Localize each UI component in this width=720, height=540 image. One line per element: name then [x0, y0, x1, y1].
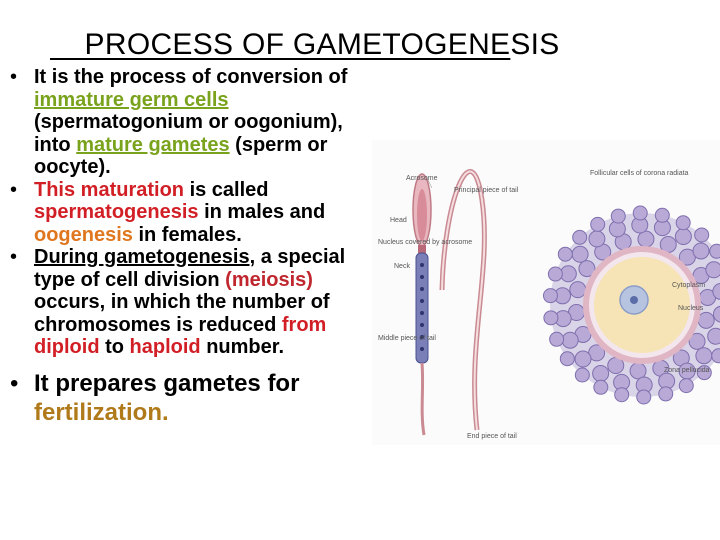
bullet-text: in males and — [198, 201, 326, 223]
bullet-text: is called — [184, 178, 269, 201]
label-cytoplasm: Cytoplasm — [672, 282, 705, 289]
follicular-cell — [636, 389, 652, 405]
follicular-cell — [543, 310, 559, 326]
sperm-middle-piece — [415, 252, 429, 364]
follicular-cell — [709, 243, 720, 259]
follicular-cell — [588, 230, 606, 248]
follicular-cell — [674, 228, 692, 246]
gametes-svg: Acrosome Principal piece of tail Head Nu… — [378, 169, 720, 440]
follicular-cell — [574, 367, 590, 383]
follicular-cell — [712, 305, 720, 323]
term-from-diploid: from diploid — [34, 313, 327, 359]
follicular-cell — [678, 378, 694, 394]
follicular-cell — [712, 282, 720, 300]
follicular-cell — [614, 387, 630, 403]
bullet-text: (spermatogonium or oogonium), into — [34, 111, 343, 156]
follicular-cell — [637, 230, 655, 248]
label-head: Head — [390, 217, 407, 224]
follicular-cell — [572, 229, 588, 245]
bullet-text: a special type of cell division — [34, 246, 346, 291]
bullet-text: It prepares gametes for — [34, 369, 300, 397]
bullet-item: • It is the process of conversion of imm… — [4, 66, 384, 179]
follicular-cell — [610, 208, 626, 224]
bullet-text: (sperm or oocyte). — [34, 133, 328, 179]
follicular-cell — [658, 386, 674, 402]
term-fertilization: fertilization. — [34, 398, 169, 426]
label-nucleus: Nucleus covered by acrosome — [378, 239, 472, 246]
term-oogenesis: oogenesis — [34, 223, 133, 246]
sperm-end-piece — [420, 362, 426, 436]
follicular-cell — [590, 216, 606, 232]
term-spermatogenesis: spermatogenesis — [34, 201, 199, 223]
bullet-text: number. — [200, 336, 285, 358]
follicular-cell — [571, 245, 589, 263]
bullet-item: • During gametogenesis, a special type o… — [4, 246, 384, 359]
term-mature-gametes: mature gametes — [76, 133, 230, 156]
follicular-cell — [697, 311, 715, 329]
follicular-cell — [542, 288, 558, 304]
bullet-dot: • — [10, 246, 18, 268]
follicular-cell — [561, 331, 579, 349]
follicular-cell — [557, 246, 573, 262]
bullet-text: in females. — [132, 223, 242, 246]
bullet-text: It is the process of conversion of — [34, 66, 348, 88]
label-zona: Zona pellucida — [664, 367, 710, 374]
label-acrosome: Acrosome — [406, 175, 438, 182]
follicular-cell — [574, 350, 592, 368]
follicular-cell — [549, 331, 565, 347]
term-immature-germ-cells: immature germ cells — [34, 88, 229, 111]
follicular-cell — [711, 348, 720, 364]
follicular-cell — [695, 347, 713, 365]
title-underlined: PROCESS OF GAMETOGENE — [50, 28, 511, 61]
term-this-maturation: This maturation — [34, 178, 185, 201]
follicular-cell — [705, 261, 720, 279]
bullet-dot: • — [10, 178, 18, 201]
label-end-piece: End piece of tail — [467, 433, 517, 440]
follicular-cell — [632, 205, 648, 221]
bullet-list: • It is the process of conversion of imm… — [4, 66, 384, 427]
sperm-principal-piece — [439, 169, 487, 431]
follicular-cell — [629, 362, 647, 380]
sperm-neck — [418, 245, 426, 253]
bullet-item: • This maturation is called spermatogene… — [4, 179, 384, 247]
bullet-text: occurs, in which the number of chromosom… — [34, 291, 330, 336]
follicular-cell — [696, 365, 712, 381]
label-nucleus-oocyte: Nucleus — [678, 305, 704, 312]
follicular-cell — [593, 379, 609, 395]
bullet-item: • It prepares gametes for fertilization. — [4, 369, 384, 427]
follicular-cell — [547, 266, 563, 282]
title-rest: SIS — [510, 28, 560, 61]
label-neck: Neck — [394, 263, 410, 270]
page-title: PROCESS OF GAMETOGENESIS — [50, 28, 690, 62]
follicular-cell — [592, 364, 610, 382]
label-follicular-cells: Follicular cells of corona radiata — [590, 170, 689, 177]
follicular-cell — [707, 327, 720, 345]
follicular-cell — [692, 242, 710, 260]
term-during-gametogenesis: During gametogenesis, — [34, 246, 256, 268]
gametes-illustration: Acrosome Principal piece of tail Head Nu… — [372, 140, 720, 445]
bullet-text: to — [99, 336, 130, 358]
oocyte — [542, 205, 720, 405]
follicular-cell — [569, 281, 587, 299]
label-middle-piece: Middle piece of tail — [378, 335, 436, 342]
label-principal-piece: Principal piece of tail — [454, 187, 519, 194]
follicular-cell — [694, 227, 710, 243]
bullet-dot: • — [10, 369, 19, 397]
follicular-cell — [688, 332, 706, 350]
follicular-cell — [578, 260, 596, 278]
term-meiosis: (meiosis) — [225, 268, 313, 291]
term-haploid: haploid — [129, 336, 201, 358]
follicular-cell — [654, 207, 670, 223]
follicular-cell — [559, 351, 575, 367]
follicular-cell — [675, 215, 691, 231]
bullet-dot: • — [10, 66, 18, 88]
